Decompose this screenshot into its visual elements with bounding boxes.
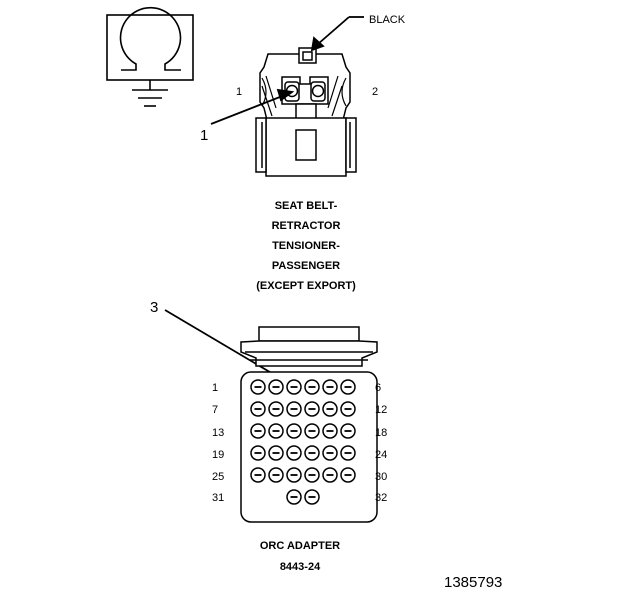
orc-part-number: 8443-24 [279, 561, 321, 573]
row-start-label: 19 [212, 449, 225, 461]
caption-line: SEAT BELT- [274, 200, 338, 212]
black-label: BLACK [369, 14, 406, 26]
row-start-label: 25 [212, 471, 225, 483]
seat-belt-connector [255, 47, 357, 177]
caption-line: RETRACTOR [271, 220, 341, 232]
leader-lines [164, 16, 364, 387]
row-start-label: 7 [212, 404, 219, 416]
callout-1: 1 [200, 127, 209, 144]
row-end-label: 32 [375, 492, 388, 504]
row-end-label: 24 [375, 449, 388, 461]
row-end-label: 30 [375, 471, 388, 483]
row-start-label: 31 [212, 492, 225, 504]
orc-pin-grid [250, 379, 356, 505]
row-end-label: 18 [375, 427, 388, 439]
orc-caption: ORC ADAPTER [259, 540, 341, 552]
row-start-label: 1 [212, 382, 219, 394]
row-start-label: 13 [212, 427, 225, 439]
seat-belt-caption: SEAT BELT- RETRACTOR TENSIONER- PASSENGE… [226, 196, 386, 296]
callout-3: 3 [150, 299, 159, 316]
row-end-label: 6 [375, 382, 382, 394]
figure-id: 1385793 [444, 574, 503, 591]
ground-symbol-icon [106, 7, 194, 107]
caption-line: TENSIONER- [272, 240, 340, 252]
pin1-label: 1 [236, 86, 243, 98]
row-end-label: 12 [375, 404, 388, 416]
caption-line: PASSENGER [271, 260, 341, 272]
pin2-label: 2 [372, 86, 379, 98]
caption-line: (EXCEPT EXPORT) [256, 280, 356, 292]
